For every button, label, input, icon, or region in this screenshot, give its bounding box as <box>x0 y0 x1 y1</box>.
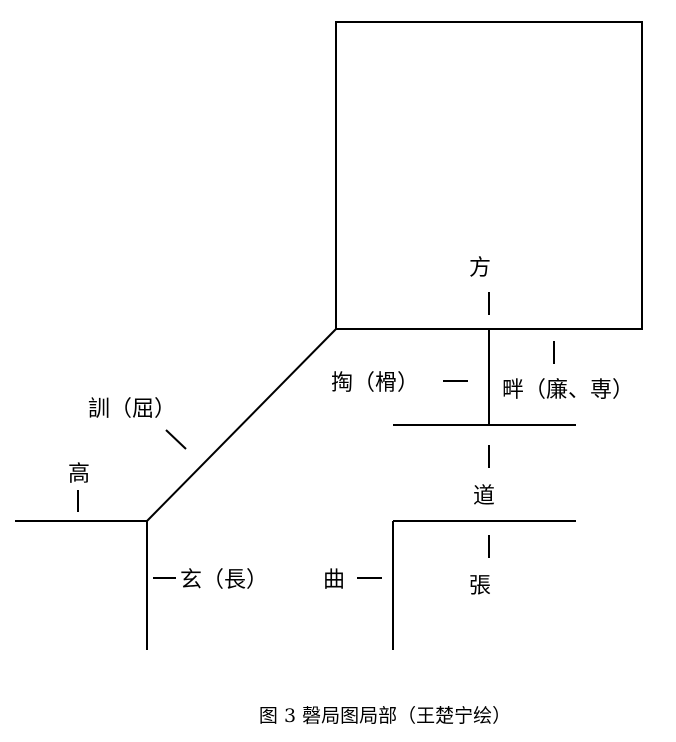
label-qu: 曲 <box>323 568 345 593</box>
label-xuan: 玄（長） <box>180 568 268 593</box>
label-xun: 訓（屈） <box>88 397 176 422</box>
diagonal-edge <box>146 328 337 522</box>
label-pan: 畔（廉、専） <box>502 378 634 403</box>
leader-xun <box>165 429 187 450</box>
label-zhang: 張 <box>469 574 491 599</box>
label-fang: 方 <box>469 256 491 281</box>
square-block <box>335 21 643 330</box>
label-gao: 高 <box>68 462 90 487</box>
label-tao: 掏（榾） <box>331 371 419 396</box>
figure-caption: 图 3 磬局图局部（王楚宁绘） <box>259 705 511 727</box>
label-dao: 道 <box>473 484 495 509</box>
